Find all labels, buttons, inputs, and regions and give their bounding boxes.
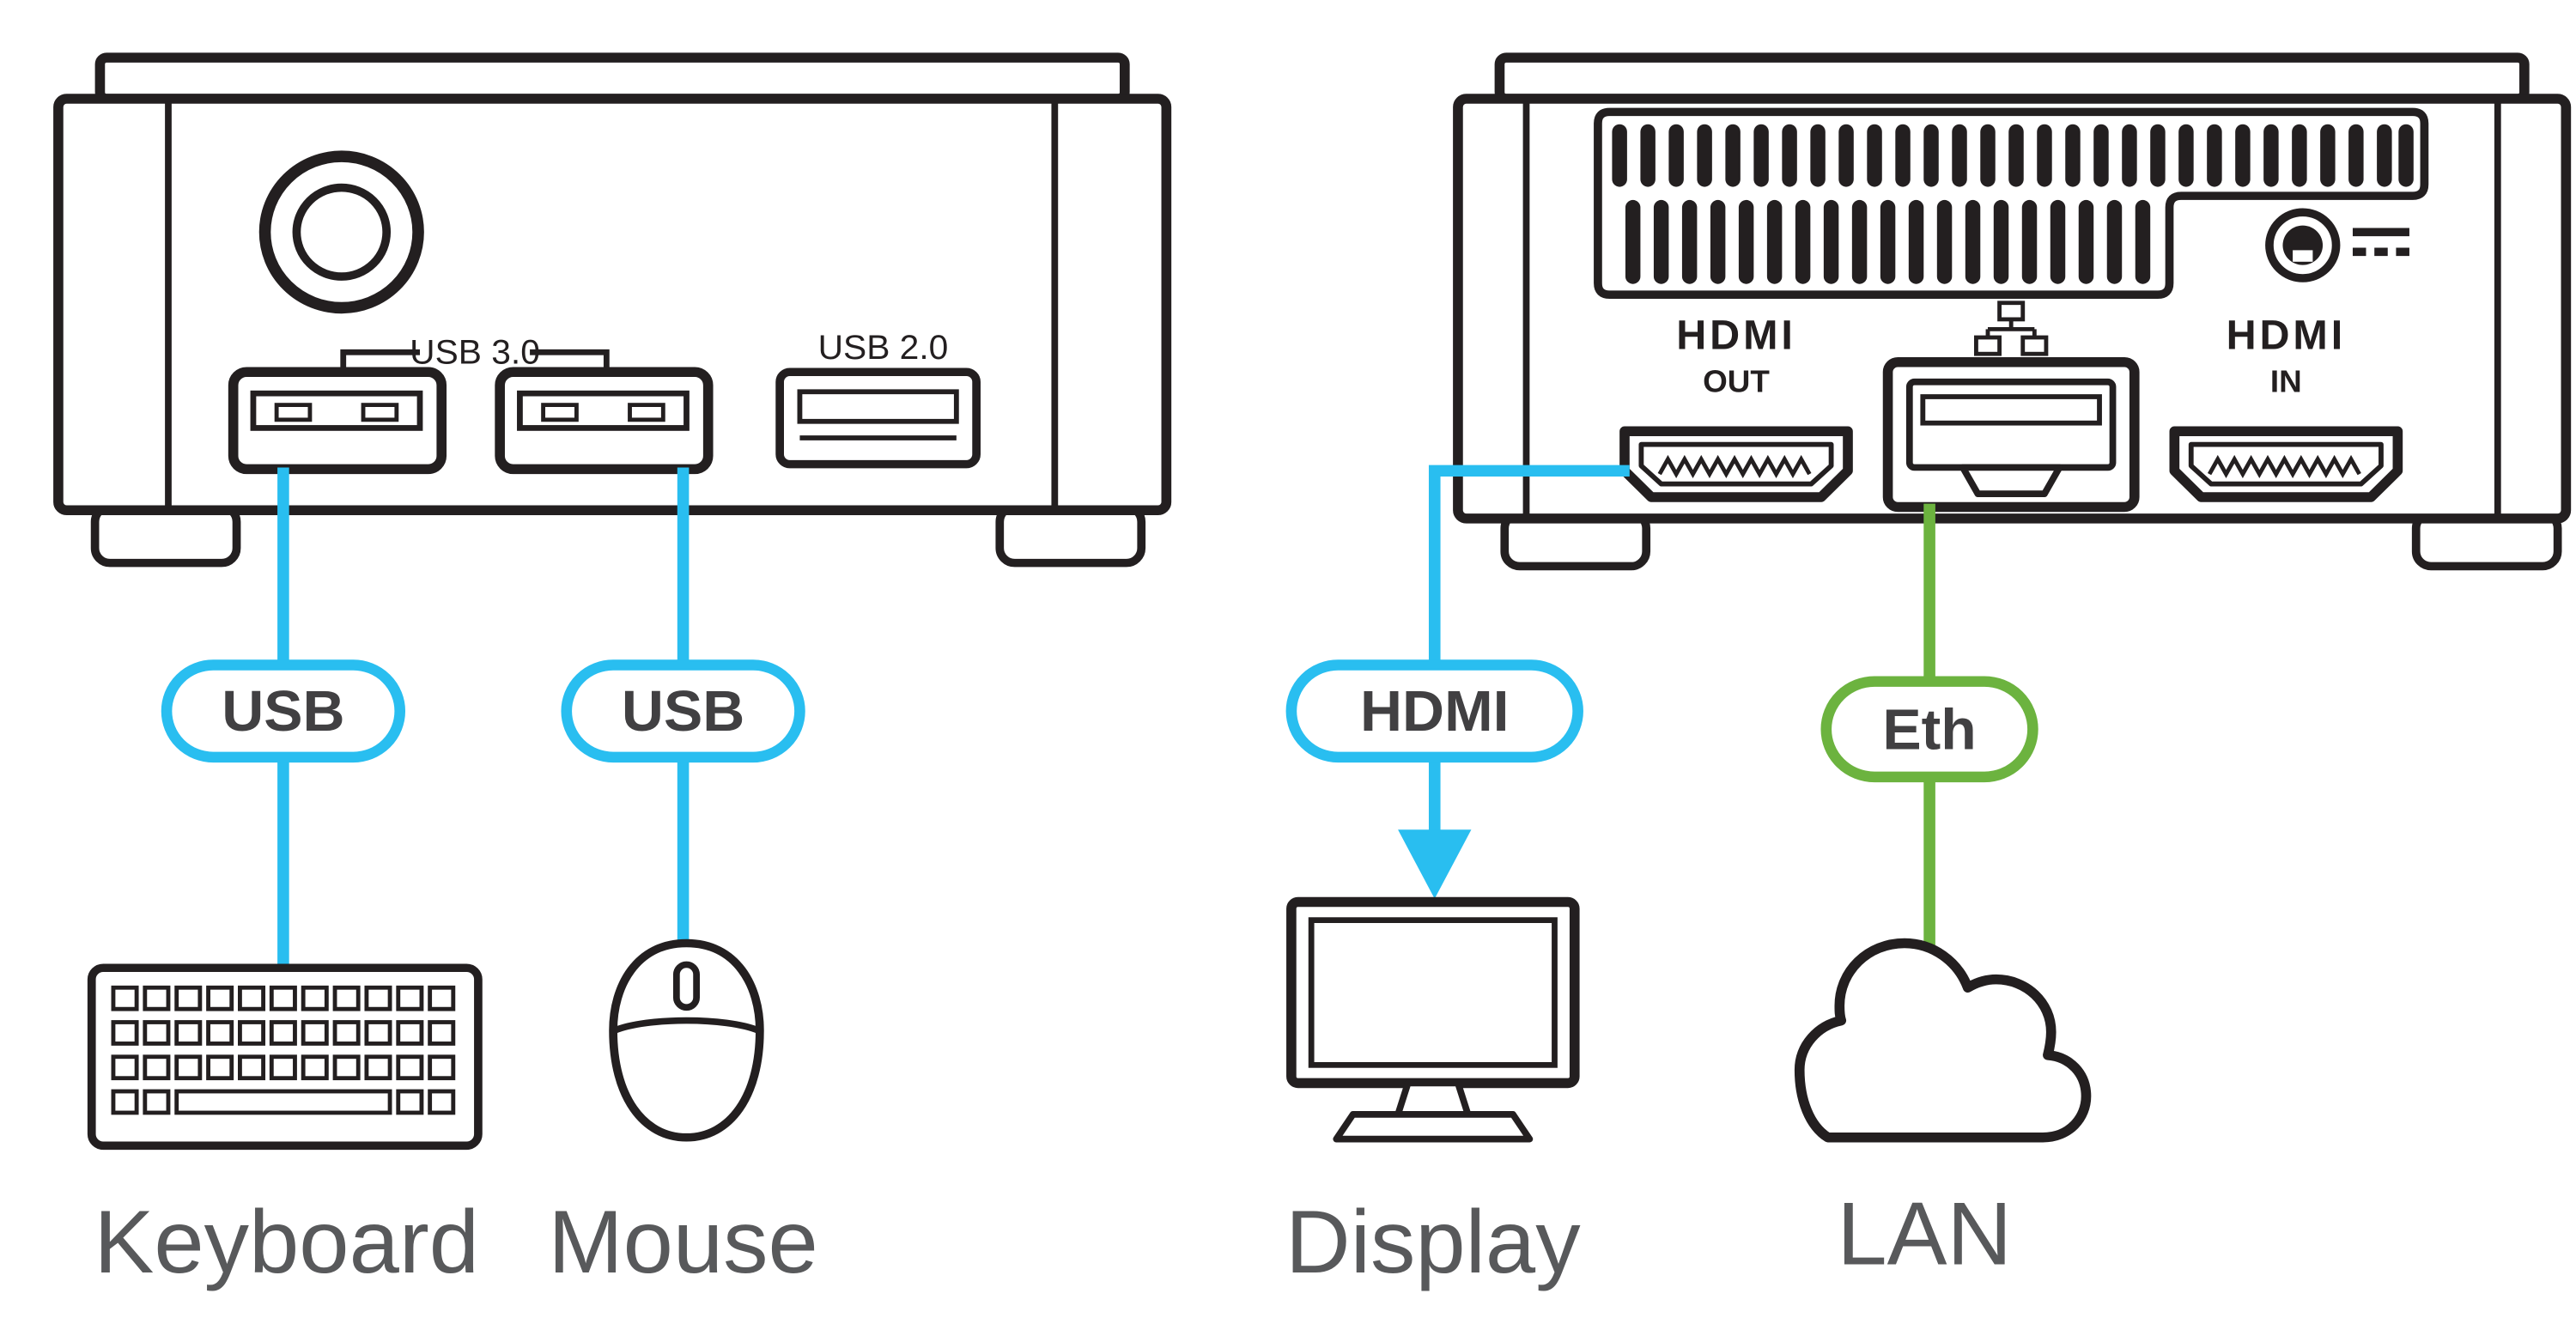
hdmi-arrow-head: [1398, 829, 1472, 899]
cloud-icon: [1794, 938, 2092, 1143]
ethernet-icon: [1973, 301, 2049, 356]
display-icon: [1286, 896, 1580, 1143]
eth-badge: Eth: [1820, 676, 2038, 783]
keyboard-label: Keyboard: [94, 1193, 480, 1291]
usb3-port-1: [228, 367, 447, 475]
mini-pc-front-view: USB 3.0 USB 2.0: [53, 52, 1172, 568]
display-label: Display: [1285, 1193, 1581, 1291]
mouse-label: Mouse: [548, 1193, 817, 1291]
hdmi-cable-top: [1428, 465, 1630, 665]
device-foot: [90, 502, 241, 568]
lan-label: LAN: [1837, 1185, 2012, 1284]
mouse-icon: [609, 938, 764, 1142]
hdmi-badge: HDMI: [1285, 659, 1583, 763]
ethernet-port: [1882, 357, 2140, 513]
usb2-port: [775, 367, 981, 469]
connector-badges: USB USB HDMI Eth: [161, 659, 2038, 783]
hdmi-out-group: HDMI OUT: [1619, 313, 1853, 502]
usb3-bracket: USB 3.0: [340, 332, 610, 372]
hdmi-in-sub-label: IN: [2270, 363, 2302, 398]
usb-badge-mouse-label: USB: [622, 680, 744, 744]
dc-power-jack: [2265, 208, 2341, 282]
usb-badge-keyboard: USB: [161, 659, 406, 763]
device-top-rim: [94, 52, 1130, 104]
hdmi-in-logo: HDMI: [2227, 313, 2346, 359]
vent-grille: [1594, 107, 2429, 299]
hdmi-out-logo: HDMI: [1676, 313, 1795, 359]
device-foot: [995, 502, 1146, 568]
device-top-rim: [1494, 52, 2530, 104]
mini-pc-rear-view: HDMI OUT HDMI: [1453, 52, 2572, 571]
hdmi-in-port: [2169, 426, 2403, 502]
keyboard-icon: [87, 963, 483, 1151]
usb-badge-keyboard-label: USB: [222, 680, 344, 744]
ethernet-port-group: [1882, 301, 2140, 513]
cables: [277, 465, 1935, 988]
usb3-label: USB 3.0: [410, 332, 540, 372]
power-button: [258, 150, 424, 314]
usb3-port-2: [495, 367, 714, 475]
usb2-label: USB 2.0: [818, 327, 949, 367]
hdmi-in-group: HDMI IN: [2169, 313, 2403, 502]
hdmi-badge-label: HDMI: [1360, 680, 1510, 744]
hdmi-out-sub-label: OUT: [1703, 363, 1770, 398]
eth-badge-label: Eth: [1882, 698, 1976, 762]
dc-symbol-icon: [2352, 228, 2409, 257]
hdmi-out-port: [1619, 426, 1853, 502]
usb-badge-mouse: USB: [561, 659, 805, 763]
